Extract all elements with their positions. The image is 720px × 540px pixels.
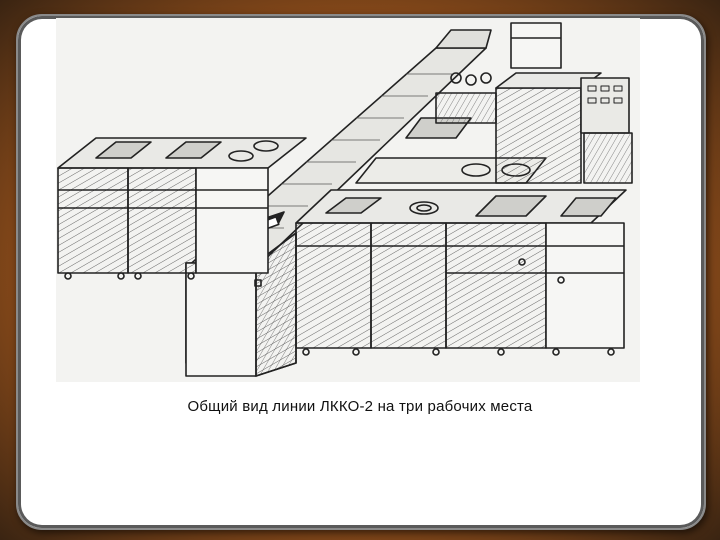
equipment-line-drawing <box>56 18 640 382</box>
figure-caption: Общий вид линии ЛККО-2 на три рабочих ме… <box>187 398 533 415</box>
